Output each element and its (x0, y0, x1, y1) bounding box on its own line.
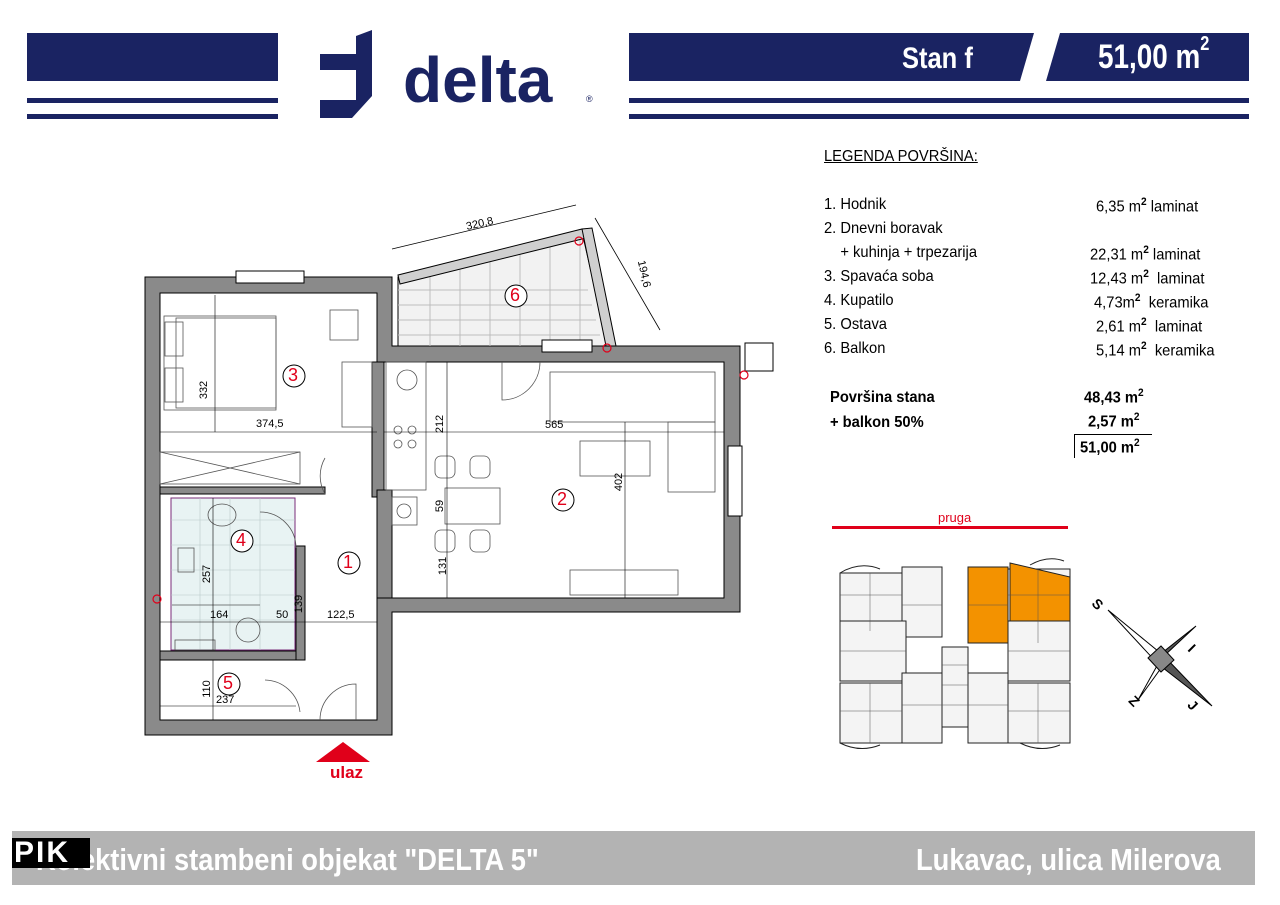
legend-total-sup: 2 (1138, 387, 1144, 399)
rail-line (832, 526, 1068, 529)
legend-material: laminat (1150, 198, 1199, 216)
footer-bar (12, 831, 1255, 885)
legend-sum-value: 51,00 m2 (1080, 437, 1140, 457)
legend-balkon-value: 2,57 m2 (1088, 411, 1139, 431)
legend-total-number: 48,43 m (1084, 389, 1139, 407)
dimension-label: 212 (434, 414, 447, 434)
pik-badge (12, 838, 90, 868)
rail-label: pruga (938, 510, 972, 525)
header-stripe-left-1 (27, 98, 278, 103)
dimension-label: 50 (276, 609, 289, 621)
dimension-label: 237 (216, 694, 235, 706)
room-number-1: 1 (343, 552, 354, 572)
legend-area-value: 2,61 m (1096, 318, 1142, 336)
header-stripe-left-2 (27, 114, 278, 119)
footer-location: Lukavac, ulica Milerova (916, 842, 1221, 877)
site-plan (839, 558, 1071, 749)
legend-sum-number: 51,00 m (1080, 439, 1135, 457)
apartment-area-sup: 2 (1200, 32, 1210, 55)
dimension-label: 59 (434, 499, 447, 513)
header-stripe-right-2 (629, 114, 1249, 119)
dimension-label: 131 (437, 556, 450, 576)
legend-balkon-sup: 2 (1133, 411, 1140, 423)
legend-area-sup: 2 (1141, 340, 1147, 352)
logo-registered-mark: ® (586, 94, 593, 104)
legend-item-name: 2. Dnevni boravak (824, 220, 943, 237)
logo-text: delta (403, 44, 553, 116)
legend-area-value: 12,43 m (1090, 270, 1144, 288)
logo-icon (320, 30, 372, 118)
dimension-label: 402 (613, 472, 626, 492)
legend-item-area: 5,14 m2 keramika (1096, 340, 1215, 360)
legend-item-name: 6. Balkon (824, 340, 886, 357)
legend-item-area: 6,35 m2 laminat (1096, 196, 1198, 216)
legend-sum-line (1074, 434, 1152, 435)
legend-area-sup: 2 (1143, 244, 1149, 256)
dimension-label: 139 (293, 594, 306, 614)
legend-material: laminat (1154, 318, 1203, 336)
legend-area-sup: 2 (1134, 292, 1141, 304)
legend-area-sup: 2 (1143, 268, 1149, 280)
apartment-area: 51,00 m2 (1098, 33, 1209, 77)
apartment-label: Stan f (902, 42, 973, 75)
legend-area-value: 5,14 m (1096, 342, 1142, 360)
legend-area-value: 6,35 m (1096, 198, 1142, 216)
dimension-label: 110 (200, 680, 213, 698)
dimension-label: 374,5 (256, 418, 284, 430)
legend-item-area: 12,43 m2 laminat (1090, 268, 1204, 288)
room-number-6: 6 (510, 285, 521, 305)
legend-sum-tick (1074, 434, 1075, 458)
header-stripe-right-1 (629, 98, 1249, 103)
legend-area-value: 4,73m (1094, 294, 1135, 312)
legend-area-value: 22,31 m (1090, 246, 1144, 264)
compass-icon (1107, 609, 1213, 707)
dimension-label: 164 (210, 609, 229, 621)
legend-total-value: 48,43 m2 (1084, 387, 1144, 407)
legend-balkon-label: + balkon 50% (830, 414, 924, 431)
pik-badge-text: PIK (14, 836, 71, 869)
legend-item-name: 4. Kupatilo (824, 292, 894, 309)
dimension-label: 332 (198, 380, 211, 400)
legend-item-area: 2,61 m2 laminat (1096, 316, 1202, 336)
dimension-label: 565 (545, 419, 564, 431)
legend-item-name: + kuhinja + trpezarija (824, 244, 978, 261)
legend-material: laminat (1157, 270, 1205, 288)
room-number-3: 3 (288, 365, 299, 385)
room-number-5: 5 (223, 673, 234, 693)
entrance-label: ulaz (330, 763, 364, 782)
room-number-4: 4 (236, 530, 247, 550)
floor-plan (144, 204, 774, 762)
legend-title: LEGENDA POVRŠINA: (824, 148, 978, 165)
dimension-label: 257 (201, 564, 214, 584)
footer-project-name: Kolektivni stambeni objekat "DELTA 5" (36, 842, 539, 877)
header-band-right (629, 33, 1249, 81)
legend-item-name: 1. Hodnik (824, 196, 887, 213)
legend-total-label: Površina stana (830, 389, 935, 406)
legend-item-name: 3. Spavaća soba (824, 268, 934, 285)
legend-material: laminat (1152, 246, 1201, 264)
legend-material: keramika (1148, 294, 1209, 312)
legend-area-sup: 2 (1141, 316, 1147, 328)
legend-area-sup: 2 (1141, 196, 1147, 208)
legend-item-area: 22,31 m2 laminat (1090, 244, 1200, 264)
apartment-area-value: 51,00 m (1098, 38, 1201, 76)
room-number-2: 2 (557, 489, 568, 509)
legend-balkon-number: 2,57 m (1088, 413, 1134, 431)
legend-item-area: 4,73m2 keramika (1094, 292, 1208, 312)
legend-sum-sup: 2 (1134, 437, 1140, 449)
legend-material: keramika (1154, 342, 1215, 360)
header-band-left (27, 33, 278, 81)
legend-item-name: 5. Ostava (824, 316, 888, 333)
dimension-label: 122,5 (327, 609, 355, 621)
